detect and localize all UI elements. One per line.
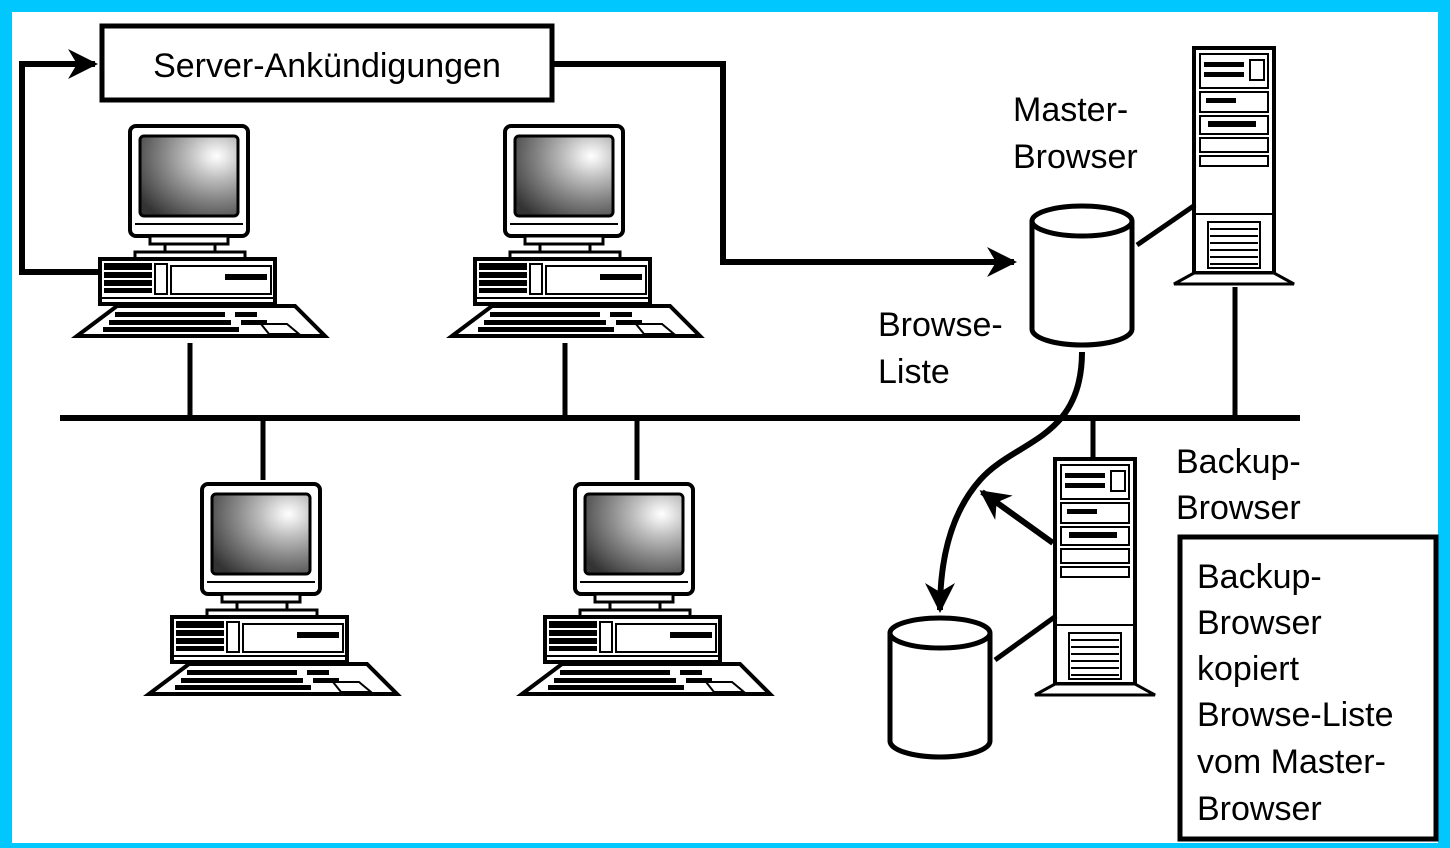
- note-line-4: Browse-Liste: [1197, 696, 1394, 734]
- announcements-box: [99, 23, 555, 103]
- note-line-6: Browser: [1197, 790, 1322, 828]
- master-server-database-link: [1135, 202, 1197, 248]
- backup-request-arrow: [979, 489, 1055, 546]
- network-connections: [187, 287, 1238, 480]
- browse-list-label-line-2: Liste: [878, 353, 950, 391]
- master-browse-list-database-icon: [1032, 206, 1132, 345]
- master-browser-server-icon: [1172, 46, 1296, 286]
- note-line-2: Browser: [1197, 604, 1322, 642]
- master-browser-label-line-1: Master-: [1013, 91, 1128, 129]
- note-line-5: vom Master-: [1197, 743, 1386, 781]
- backup-browser-label-line-2: Browser: [1176, 489, 1301, 527]
- announcements-label: Server-Ankündigungen: [153, 47, 501, 85]
- browse-list-label-line-1: Browse-: [878, 306, 1003, 344]
- announcement-return-arrow: [19, 49, 100, 275]
- browse-list-copy-arrow: [925, 351, 1085, 613]
- note-line-1: Backup-: [1197, 558, 1322, 596]
- backup-browser-label-line-1: Backup-: [1176, 443, 1301, 481]
- announcement-to-master-arrow: [552, 61, 1017, 277]
- backup-browser-server-icon: [1033, 457, 1157, 697]
- note-box: [1177, 534, 1439, 842]
- backup-server-database-link: [993, 613, 1058, 663]
- backup-browse-list-database-icon: [890, 618, 990, 757]
- note-line-3: kopiert: [1197, 650, 1300, 688]
- master-browser-label-line-2: Browser: [1013, 138, 1138, 176]
